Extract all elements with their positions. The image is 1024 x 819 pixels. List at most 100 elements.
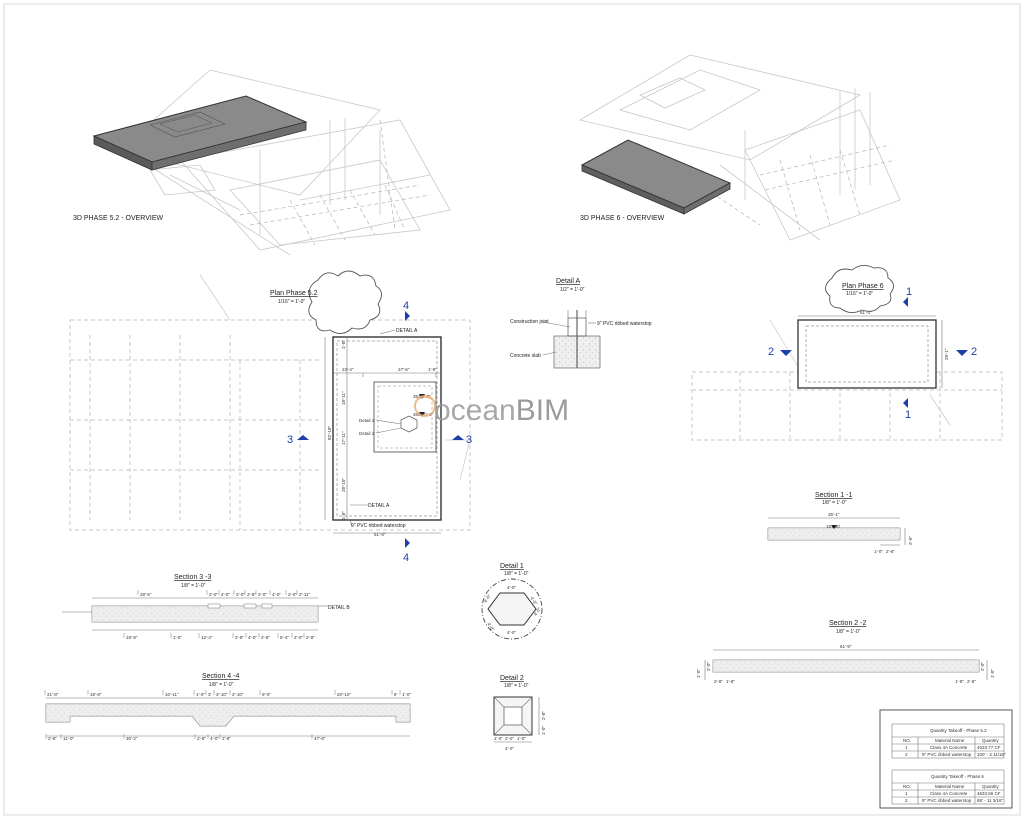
detail1-scale: 1/8" = 1'-0" bbox=[504, 571, 529, 577]
s33-top-0: 28'-5" bbox=[140, 592, 152, 597]
plan52-detail-a-bottom: DETAIL A bbox=[368, 503, 390, 509]
plan52-left-width: 22'-4" bbox=[342, 367, 354, 372]
plan52-total-width: 51'-8" bbox=[374, 532, 386, 537]
phase6-overview-label: 3D PHASE 6 - OVERVIEW bbox=[580, 215, 665, 222]
plan52-elevation2: 3853.0'-8" bbox=[413, 412, 434, 417]
s44-bot-6: 47'-8" bbox=[314, 736, 326, 741]
s33-top-4: 2'-8" bbox=[247, 592, 256, 597]
takeoff-table1-header-no: NO. bbox=[903, 738, 911, 743]
takeoff-table1-r1-material: Class 4A Concrete bbox=[930, 745, 968, 750]
detail-2-drawing bbox=[493, 696, 540, 743]
plan52-detail-a-top: DETAIL A bbox=[396, 328, 418, 334]
section11-level: 167.00 bbox=[826, 524, 840, 529]
section-2-2-drawing bbox=[704, 649, 988, 680]
section11-title: Section 1 -1 bbox=[815, 492, 852, 499]
plan6-width: 61'-4" bbox=[860, 310, 872, 315]
detail2-title: Detail 2 bbox=[500, 675, 524, 682]
detail1-side-1: 4'-0" bbox=[529, 596, 538, 607]
s44-top-3: 1'-0" bbox=[196, 692, 205, 697]
plan52-edge-top: 1'-8" bbox=[341, 340, 346, 349]
plan6-height: 28'-1" bbox=[944, 348, 949, 360]
s33-bot-6: 5'-4" bbox=[280, 635, 289, 640]
section22-left-2: 2'-8" bbox=[714, 679, 723, 684]
section44-scale: 1/8" = 1'-0" bbox=[209, 682, 234, 688]
section-1-arrow-top bbox=[903, 297, 908, 307]
s33-top-8: 2'-11" bbox=[299, 592, 311, 597]
plan52-h3: 28'-10" bbox=[341, 478, 346, 492]
section33-detail-b: DETAIL B bbox=[328, 605, 350, 611]
s33-bot-2: 12'-4" bbox=[201, 635, 213, 640]
detail-a-waterstop: 9" PVC ribbed waterstop bbox=[597, 321, 652, 327]
section-1-1-drawing bbox=[767, 517, 906, 546]
s44-top-9: 8' bbox=[394, 692, 398, 697]
plan52-h1: 18'-11" bbox=[341, 391, 346, 405]
phase52-overview-label: 3D PHASE 5.2 - OVERVIEW bbox=[73, 215, 164, 222]
s33-top-7: 2'-0" bbox=[288, 592, 297, 597]
takeoff-table2-r2-material: 9" PVC ribbed waterstop bbox=[922, 798, 972, 803]
detail2-dim-2: 1'-0" bbox=[517, 736, 526, 741]
takeoff-table1-r2-no: 2 bbox=[905, 752, 908, 757]
oceanbim-watermark: oceanBIM bbox=[414, 394, 569, 427]
s44-top-0: 21'-8" bbox=[47, 692, 59, 697]
plan-phase-5-2 bbox=[69, 270, 471, 534]
section22-right-2: 2'-0" bbox=[980, 662, 985, 671]
s33-top-3: 2'-0" bbox=[236, 592, 245, 597]
detail1-title: Detail 1 bbox=[500, 563, 524, 570]
section33-bottom-dims: 18'-8"1'-0"12'-4"2'-8"4'-0"2'-8"5'-4"2'-… bbox=[123, 633, 315, 640]
s33-top-5: 2'-0" bbox=[258, 592, 267, 597]
section22-scale: 1/8" = 1'-0" bbox=[836, 629, 861, 635]
section-2-marker-right: 2 bbox=[971, 346, 977, 358]
section-1-marker-top: 1 bbox=[906, 286, 912, 298]
takeoff-table2-title: Quantity Takeoff - Phase 6 bbox=[931, 774, 984, 779]
section22-title: Section 2 -2 bbox=[829, 620, 866, 627]
s33-bot-0: 18'-8" bbox=[126, 635, 138, 640]
takeoff-table2-r2-no: 2 bbox=[905, 798, 908, 803]
section-2-arrow-right bbox=[956, 350, 968, 356]
s44-top-4: 3' bbox=[208, 692, 212, 697]
s44-top-7: 9'-0" bbox=[262, 692, 271, 697]
section-4-marker-top: 4 bbox=[403, 300, 409, 312]
section33-top-dims: 28'-5"2'-0"4'-0"2'-0"2'-8"2'-0"4'-0"2'-0… bbox=[137, 590, 311, 597]
takeoff-table2-r2-qty: 88' - 11 3/16" bbox=[977, 798, 1004, 803]
detail2-dim-4: 1'-0" bbox=[541, 726, 546, 735]
svg-text:oceanBIM: oceanBIM bbox=[434, 394, 569, 427]
takeoff-table1-r1-qty: 4633.77 CF bbox=[977, 745, 1001, 750]
s44-top-1: 18'-8" bbox=[90, 692, 102, 697]
section-1-marker-bottom: 1 bbox=[905, 409, 911, 421]
detail1-side-4: 4'-0" bbox=[486, 622, 495, 633]
plan52-edge-bottom: 1'-8" bbox=[341, 511, 346, 520]
section11-d1: 1'-0" bbox=[874, 549, 883, 554]
detail1-side-5: 4'-0" bbox=[483, 593, 492, 604]
detail-a-construction-joint: Construction joint bbox=[510, 319, 549, 325]
detail2-dim-0: 1'-0" bbox=[494, 736, 503, 741]
plan52-h2: 17'-11" bbox=[341, 431, 346, 445]
quantity-takeoff-panel bbox=[879, 709, 1013, 809]
s44-top-10: 1'-0" bbox=[402, 692, 411, 697]
plan-phase-6 bbox=[691, 265, 1003, 441]
section-4-marker-bottom: 4 bbox=[403, 552, 409, 564]
plan52-detail2-ref: Detail 2 bbox=[359, 431, 375, 436]
section22-left-1: 2'-0" bbox=[706, 662, 711, 671]
plan52-side-small: 1'-9" bbox=[428, 367, 437, 372]
section-3-arrow-right bbox=[452, 435, 464, 440]
s44-bot-3: 2'-8" bbox=[197, 736, 206, 741]
detail1-side-2: 4'-0" bbox=[533, 606, 542, 617]
section22-left-3: 1'-8" bbox=[726, 679, 735, 684]
s33-bot-4: 4'-0" bbox=[248, 635, 257, 640]
detail-a-concrete-slab: Concrete slab bbox=[510, 353, 541, 359]
takeoff-table2-r1-no: 1 bbox=[905, 791, 908, 796]
section-4-4-drawing bbox=[45, 697, 411, 737]
sheet-border bbox=[3, 3, 1021, 816]
s33-bot-5: 2'-8" bbox=[261, 635, 270, 640]
plan52-detail1-ref: Detail 1 bbox=[359, 418, 375, 423]
section11-scale: 1/8" = 1'-0" bbox=[822, 500, 847, 506]
s44-bot-5: 2'-8" bbox=[222, 736, 231, 741]
s44-top-8: 20'-10" bbox=[337, 692, 351, 697]
takeoff-table2-r1-material: Class 4A Concrete bbox=[930, 791, 968, 796]
3d-phase-6-view bbox=[578, 54, 901, 241]
s44-top-5: 3'-10" bbox=[216, 692, 228, 697]
section22-right-0: 1'-8" bbox=[955, 679, 964, 684]
section22-right-3: 1'-0" bbox=[990, 669, 995, 678]
takeoff-table1-header-material: Material Name bbox=[935, 738, 965, 743]
